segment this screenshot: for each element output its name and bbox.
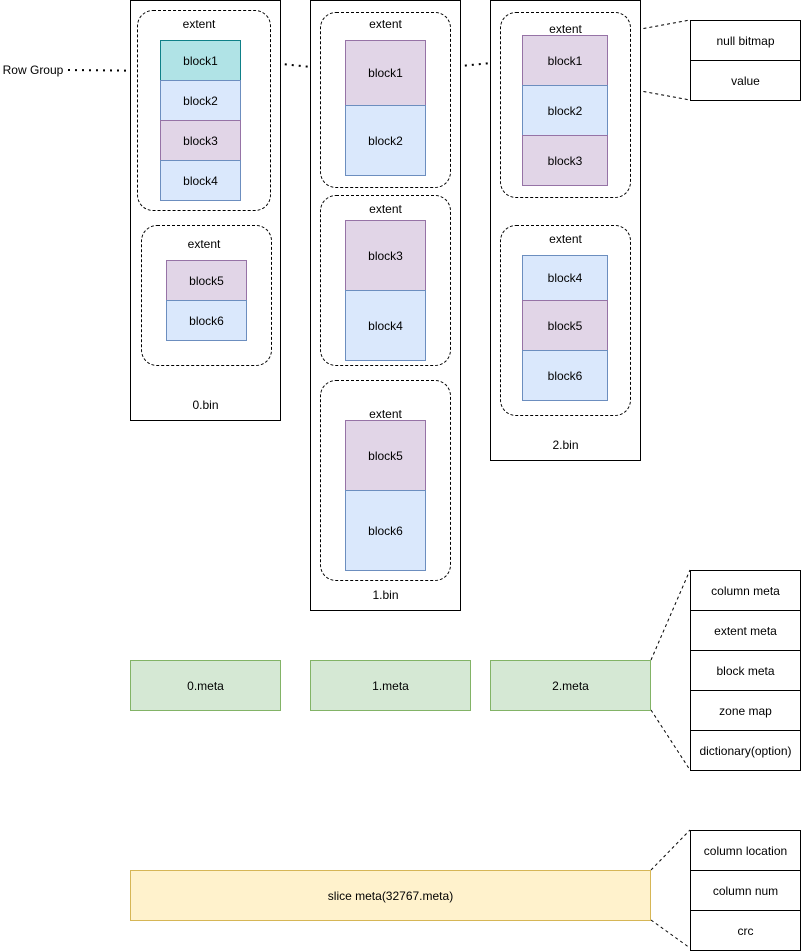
extent-label: extent xyxy=(549,22,582,36)
extent-box xyxy=(320,12,451,188)
extent-box xyxy=(500,225,631,416)
block[interactable]: block6 xyxy=(166,300,247,341)
extent-box xyxy=(141,225,272,366)
block[interactable]: block5 xyxy=(166,260,247,301)
block[interactable]: block6 xyxy=(522,350,608,401)
block[interactable]: block1 xyxy=(522,35,608,86)
extent-label: extent xyxy=(187,237,221,251)
extent-label: extent xyxy=(369,202,402,216)
extent-box xyxy=(320,380,451,581)
block[interactable]: block3 xyxy=(160,120,241,161)
extent-label: extent xyxy=(182,17,216,31)
meta-file[interactable]: 0.meta xyxy=(130,660,281,711)
meta-detail-extent-meta[interactable]: extent meta xyxy=(690,610,801,651)
extent-label: extent xyxy=(549,232,582,246)
extent-label: extent xyxy=(369,17,402,31)
row-group-label: Row Group xyxy=(2,63,64,77)
extent-box xyxy=(137,10,271,211)
block[interactable]: block1 xyxy=(345,40,426,106)
extent-box xyxy=(320,195,451,366)
block[interactable]: block4 xyxy=(345,290,426,361)
block[interactable]: block4 xyxy=(160,160,241,201)
slice-detail-connector xyxy=(650,919,691,949)
slice-detail-column-num[interactable]: column num xyxy=(690,870,801,911)
block-detail-null-bitmap[interactable]: null bitmap xyxy=(690,20,801,61)
block[interactable]: block6 xyxy=(345,490,426,571)
meta-detail-connector xyxy=(650,569,691,661)
slice-detail-connector xyxy=(650,829,691,871)
meta-file[interactable]: 2.meta xyxy=(490,660,651,711)
block[interactable]: block2 xyxy=(345,105,426,176)
block[interactable]: block4 xyxy=(522,255,608,301)
slice-meta[interactable]: slice meta(32767.meta) xyxy=(130,870,651,921)
block[interactable]: block1 xyxy=(160,40,241,81)
meta-detail-column-meta[interactable]: column meta xyxy=(690,570,801,611)
slice-detail-column-location[interactable]: column location xyxy=(690,830,801,871)
meta-detail-zone-map[interactable]: zone map xyxy=(690,690,801,731)
bin-file-label: 2.bin xyxy=(552,438,579,452)
meta-detail-dictionary[interactable]: dictionary(option) xyxy=(690,730,801,771)
block[interactable]: block2 xyxy=(522,85,608,136)
block-detail-value[interactable]: value xyxy=(690,60,801,101)
extent-label: extent xyxy=(369,407,402,421)
block[interactable]: block2 xyxy=(160,80,241,121)
block[interactable]: block3 xyxy=(522,135,608,186)
slice-detail-crc[interactable]: crc xyxy=(690,910,801,951)
meta-file[interactable]: 1.meta xyxy=(310,660,471,711)
bin-file-label: 1.bin xyxy=(372,588,399,602)
extent-box xyxy=(500,12,631,198)
meta-detail-connector xyxy=(650,709,691,771)
block[interactable]: block5 xyxy=(522,300,608,351)
meta-detail-block-meta[interactable]: block meta xyxy=(690,650,801,691)
block[interactable]: block5 xyxy=(345,420,426,491)
block[interactable]: block3 xyxy=(345,220,426,291)
bin-file-label: 0.bin xyxy=(192,398,219,412)
